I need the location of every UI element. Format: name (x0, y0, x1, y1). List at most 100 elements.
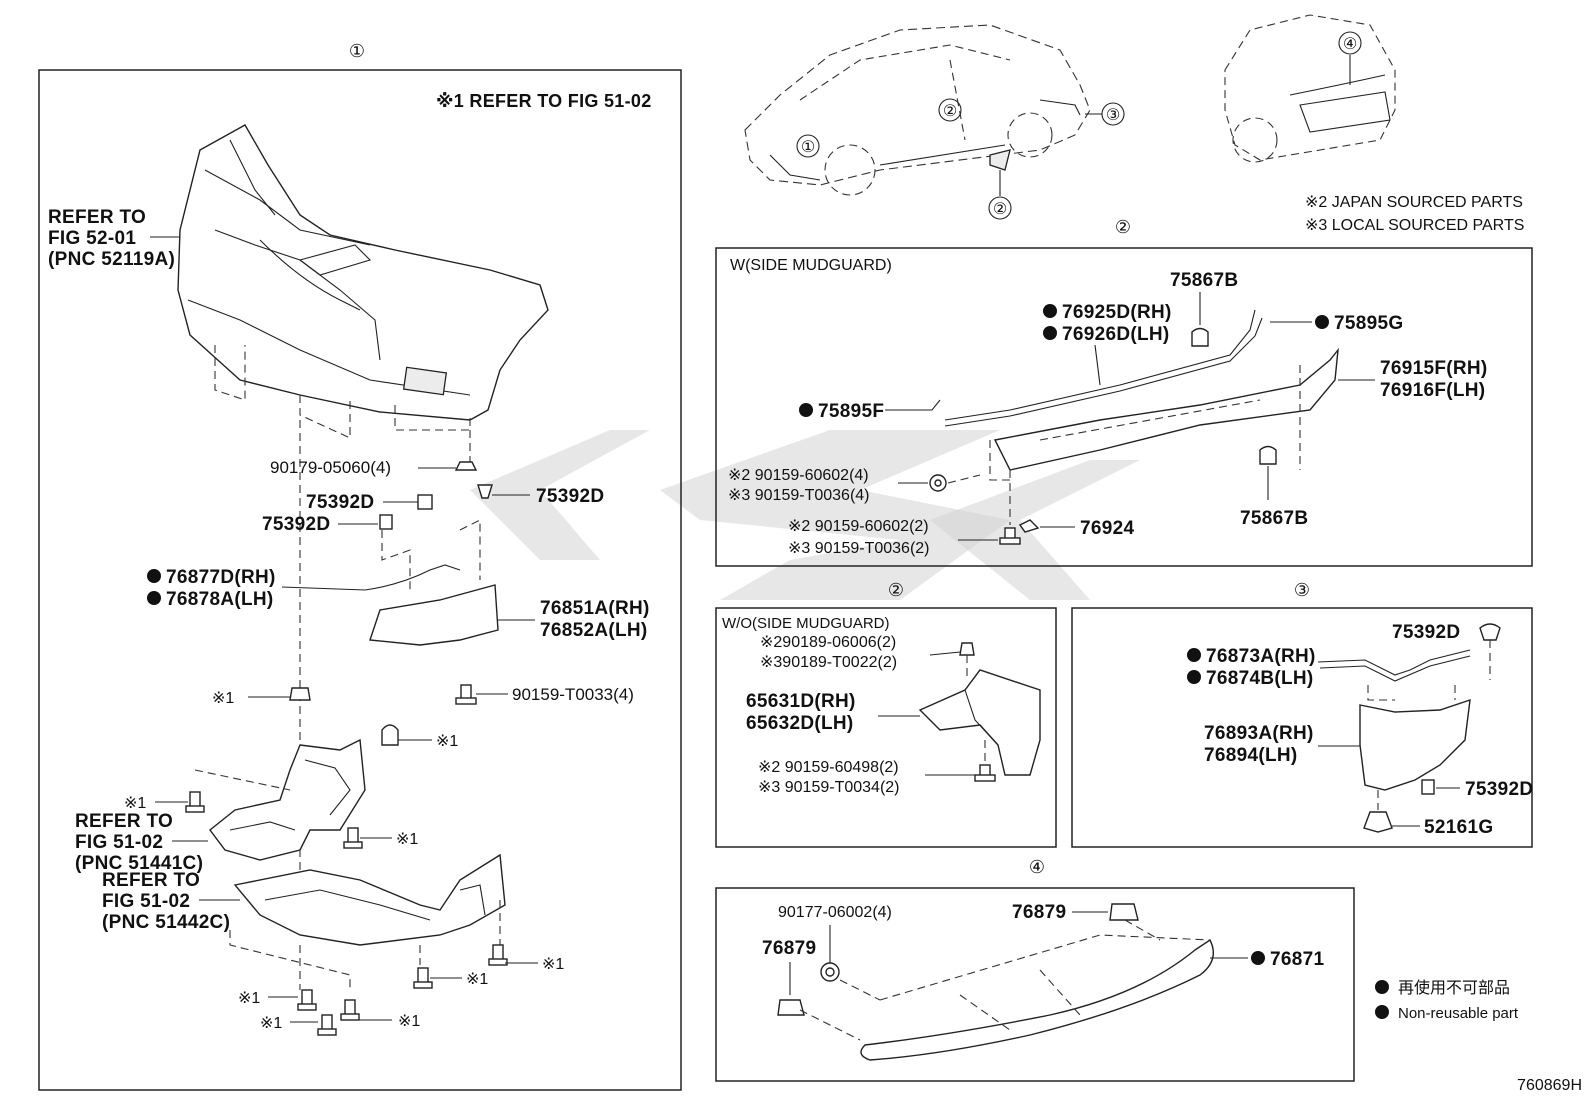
clip-75392d-p3-bottom (1421, 779, 1435, 795)
label-x3-t0034: ※3 90159-T0034(2) (758, 779, 900, 796)
engine-under-cover-upper (209, 738, 366, 861)
refer-b-line1: REFER TO (75, 811, 173, 832)
label-x1-g: ※1 (398, 1013, 420, 1030)
clip-90179 (454, 461, 478, 471)
overview-callout-1-circle (796, 134, 820, 158)
label-75392d-c: 75392D (536, 486, 604, 507)
legend-dot-en (1375, 1005, 1389, 1019)
note-local-sourced: ※3 LOCAL SOURCED PARTS (1305, 217, 1524, 234)
label-x3-t0036-2: ※3 90159-T0036(2) (788, 540, 930, 557)
clip-x1 (289, 687, 311, 701)
note-japan-sourced: ※2 JAPAN SOURCED PARTS (1305, 194, 1523, 211)
clip-76879-a (777, 999, 805, 1016)
car-overview-rear (1224, 14, 1396, 163)
label-x3-t0022: ※390189-T0022(2) (760, 654, 897, 671)
refer-a-line1: REFER TO (48, 207, 146, 228)
panel-4-frame (715, 887, 1355, 1082)
label-76915: 76915F(RH) (1380, 358, 1488, 379)
clip-90177 (820, 962, 840, 982)
label-x1-e: ※1 (466, 971, 488, 988)
label-x1-a: ※1 (436, 733, 458, 750)
non-reusable-dot-76874 (1187, 670, 1201, 684)
label-x3-t0036-4: ※3 90159-T0036(4) (728, 487, 870, 504)
legend-non-reusable-en: Non-reusable part (1398, 1005, 1519, 1022)
label-x1-clip: ※1 (212, 690, 234, 707)
label-75867b-bottom: 75867B (1240, 508, 1308, 529)
panel-3-frame (1071, 607, 1533, 848)
spoiler-76851 (369, 584, 499, 646)
label-76893: 76893A(RH) (1204, 723, 1314, 744)
label-76877: 76877D(RH) (166, 567, 276, 588)
non-reusable-dot-76926 (1043, 326, 1057, 340)
moulding-76873 (1317, 649, 1471, 676)
section-marker-2a: ② (1115, 217, 1131, 237)
refer-b-line3: (PNC 51441C) (75, 853, 203, 874)
clip-75392d-b (379, 514, 393, 530)
screw-90159-60498 (974, 764, 996, 782)
bolt-x1-bottom-c (317, 1014, 337, 1036)
clip-90189 (959, 642, 975, 656)
bolt-x1-bottom-b (340, 999, 360, 1021)
overview-callout-3: ③ (1106, 107, 1120, 124)
label-76894: 76894(LH) (1204, 745, 1298, 766)
label-76926: 76926D(LH) (1062, 324, 1170, 345)
section-marker-2b: ② (888, 580, 904, 600)
label-x2-60498: ※2 90159-60498(2) (758, 759, 899, 776)
label-75392d-p3-top: 75392D (1392, 622, 1460, 643)
clip-76924 (1018, 519, 1040, 533)
bolt-x1-right-b (413, 967, 433, 989)
screw-90159-t0033 (455, 684, 477, 705)
overview-callout-2b-circle (988, 196, 1012, 220)
non-reusable-dot-76877 (147, 569, 161, 583)
panel-2a-frame (715, 247, 1533, 567)
label-76873: 76873A(RH) (1206, 646, 1316, 667)
clip-75867b-bottom (1259, 445, 1277, 465)
label-75867b-top: 75867B (1170, 270, 1238, 291)
label-76925: 76925D(RH) (1062, 302, 1172, 323)
refer-b-line2: FIG 51-02 (75, 832, 163, 853)
label-76852: 76852A(LH) (540, 620, 648, 641)
label-75392d-b: 75392D (262, 514, 330, 535)
clip-75392d-p3-top (1479, 623, 1501, 641)
bolt-x1-mid (343, 827, 363, 849)
legend-dot-jp (1375, 980, 1389, 994)
label-x1-d: ※1 (542, 956, 564, 973)
label-75895f: 75895F (818, 401, 884, 422)
non-reusable-dot-75895f (799, 403, 813, 417)
panel-2b-frame (715, 607, 1057, 848)
bolt-x1-right-a (488, 944, 508, 966)
screw-90159-60602-2 (999, 527, 1021, 545)
label-x1-h: ※1 (260, 1015, 282, 1032)
refer-c-line3: (PNC 51442C) (102, 912, 230, 933)
label-76874: 76874B(LH) (1206, 668, 1314, 689)
refer-c-line1: REFER TO (102, 870, 200, 891)
non-reusable-dot-76871 (1251, 951, 1265, 965)
mudguard-65631 (918, 669, 1041, 776)
refer-a-line2: FIG 52-01 (48, 228, 136, 249)
refer-c-line2: FIG 51-02 (102, 891, 190, 912)
section-marker-1: ① (349, 41, 365, 61)
overview-callout-3-circle (1101, 102, 1125, 126)
bolt-x1-top (381, 724, 399, 746)
label-65632: 65632D(LH) (746, 713, 854, 734)
overview-callout-4: ④ (1343, 36, 1357, 53)
mudflap-small (989, 149, 1011, 171)
overview-callout-4-circle (1338, 31, 1362, 55)
label-76924: 76924 (1080, 518, 1134, 539)
watermark-logo (470, 430, 1140, 600)
label-x2-06006: ※290189-06006(2) (760, 634, 896, 651)
section-marker-3: ③ (1294, 580, 1310, 600)
note-refer-fig: ※1 REFER TO FIG 51-02 (436, 91, 652, 111)
overview-callout-2b: ② (993, 201, 1007, 218)
clip-76879-b (1109, 903, 1139, 921)
label-x2-60602-2: ※2 90159-60602(2) (788, 518, 929, 535)
car-overview-front (744, 24, 1091, 196)
side-moulding-76925 (944, 309, 1256, 421)
section-marker-4: ④ (1029, 857, 1045, 877)
front-bumper-cover (177, 124, 549, 421)
label-52161g: 52161G (1424, 817, 1493, 838)
overview-callout-2a-circle (938, 98, 962, 122)
non-reusable-dot-76878 (147, 591, 161, 605)
label-90159-t0033: 90159-T0033(4) (512, 685, 634, 704)
